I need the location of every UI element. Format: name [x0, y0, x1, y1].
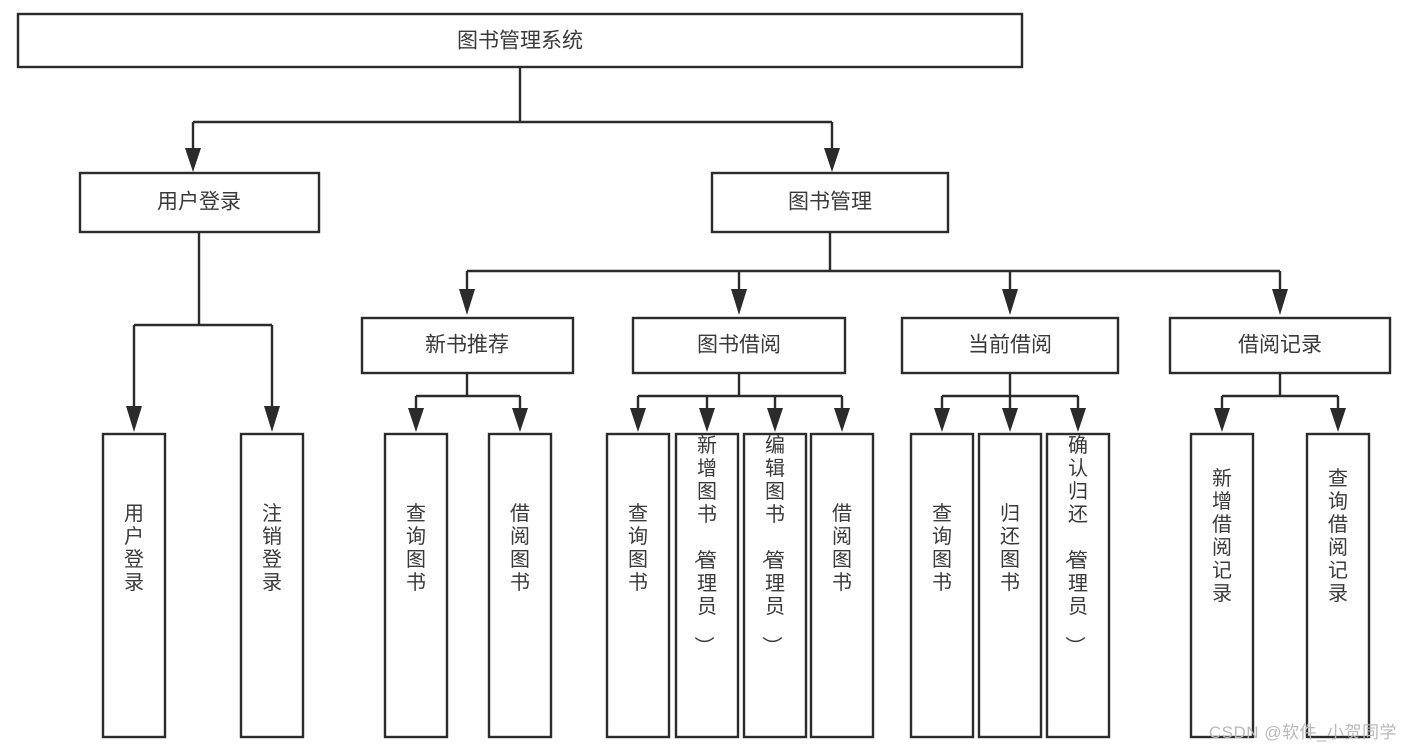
- arrow-icon: [459, 289, 475, 315]
- arrow-icon: [824, 148, 840, 172]
- node-user-login-box[interactable]: [78, 171, 321, 234]
- leaf-label-vertical: 借阅图书: [832, 502, 852, 594]
- connector-userlogin-to-leaves: [126, 233, 280, 432]
- node-book-management-label: 图书管理: [788, 191, 872, 214]
- arrow-icon: [1002, 408, 1018, 432]
- node-book-borrow-label: 图书借阅: [697, 334, 781, 357]
- arrow-icon: [699, 408, 715, 432]
- arrow-icon: [408, 408, 424, 432]
- node-book-borrow[interactable]: 图书借阅: [631, 316, 847, 375]
- arrow-icon: [1002, 289, 1018, 315]
- leaf-box[interactable]: [1045, 432, 1111, 739]
- node-current-borrow-box[interactable]: [900, 316, 1120, 375]
- arrow-icon: [512, 408, 528, 432]
- leaf-box[interactable]: [674, 432, 740, 739]
- leaf-node[interactable]: 新增借阅记录: [1189, 432, 1255, 739]
- leaf-box[interactable]: [605, 432, 671, 739]
- leaf-node[interactable]: 用户登录: [101, 432, 167, 739]
- leaf-box[interactable]: [909, 432, 975, 739]
- leaf-node[interactable]: 借阅图书: [487, 432, 553, 739]
- leaf-node[interactable]: 查询图书: [383, 432, 449, 739]
- node-book-management-box[interactable]: [710, 171, 950, 234]
- leaf-box[interactable]: [977, 432, 1043, 739]
- node-book-management[interactable]: 图书管理: [710, 171, 950, 234]
- leaf-node[interactable]: 编辑图书（管理员）: [742, 432, 808, 739]
- arrow-icon: [934, 408, 950, 432]
- node-book-borrow-box[interactable]: [631, 316, 847, 375]
- leaf-label-vertical: 归还图书: [1000, 502, 1020, 594]
- leaf-box[interactable]: [1305, 432, 1371, 739]
- connector-newbook-to-leaves: [408, 373, 528, 432]
- leaf-label-vertical: 查询图书: [628, 502, 648, 594]
- leaf-label-vertical: 确认归还（管理员）: [1063, 434, 1088, 656]
- leaf-label-vertical: 注销登录: [262, 502, 282, 594]
- arrow-icon: [1330, 408, 1346, 432]
- leaf-label-vertical: 用户登录: [124, 503, 144, 594]
- arrow-icon: [1070, 408, 1086, 432]
- connector-current-to-leaves: [934, 373, 1086, 432]
- connector-records-to-leaves: [1214, 373, 1346, 432]
- node-new-book-recommend[interactable]: 新书推荐: [360, 316, 575, 375]
- node-root-box[interactable]: [16, 12, 1024, 69]
- leaf-box[interactable]: [239, 432, 305, 739]
- leaf-box[interactable]: [383, 432, 449, 739]
- leaf-node[interactable]: 查询图书: [909, 432, 975, 739]
- node-current-borrow-label: 当前借阅: [968, 334, 1052, 357]
- arrow-icon: [834, 408, 850, 432]
- leaf-box[interactable]: [742, 432, 808, 739]
- node-new-book-recommend-box[interactable]: [360, 316, 575, 375]
- leaf-node[interactable]: 注销登录: [239, 432, 305, 739]
- csdn-watermark: CSDN @软件_小贺同学: [1208, 723, 1397, 742]
- arrow-icon: [767, 408, 783, 432]
- arrow-icon: [126, 406, 142, 432]
- connector-bookmgmt-to-level3: [459, 233, 1288, 315]
- connector-borrow-to-leaves: [630, 373, 850, 432]
- node-borrow-records[interactable]: 借阅记录: [1168, 316, 1392, 375]
- node-current-borrow[interactable]: 当前借阅: [900, 316, 1120, 375]
- node-borrow-records-box[interactable]: [1168, 316, 1392, 375]
- arrow-icon: [185, 148, 201, 172]
- leaf-node[interactable]: 借阅图书: [809, 432, 875, 739]
- node-root-label: 图书管理系统: [457, 30, 583, 53]
- leaf-label-vertical: 查询图书: [932, 502, 952, 594]
- node-user-login[interactable]: 用户登录: [78, 171, 321, 234]
- leaf-node[interactable]: 查询图书: [605, 432, 671, 739]
- node-new-book-recommend-label: 新书推荐: [425, 334, 509, 357]
- connector-root-to-level2: [185, 67, 840, 172]
- leaf-node[interactable]: 归还图书: [977, 432, 1043, 739]
- leaf-label-vertical: 借阅图书: [510, 502, 530, 594]
- node-user-login-label: 用户登录: [157, 191, 241, 214]
- leaf-box[interactable]: [101, 432, 167, 739]
- arrow-icon: [264, 406, 280, 432]
- leaf-label-vertical: 编辑图书（管理员）: [760, 434, 785, 656]
- leaf-label-vertical: 查询借阅记录: [1328, 467, 1348, 605]
- leaf-box[interactable]: [1189, 432, 1255, 739]
- leaf-node[interactable]: 查询借阅记录: [1305, 432, 1371, 739]
- leaf-label-vertical: 新增借阅记录: [1212, 467, 1232, 605]
- leaf-label-vertical: 查询图书: [406, 502, 426, 594]
- leaf-node[interactable]: 确认归还（管理员）: [1045, 432, 1111, 739]
- leaf-box[interactable]: [809, 432, 875, 739]
- leaf-label-vertical: 新增图书（管理员）: [692, 434, 717, 656]
- arrow-icon: [1214, 408, 1230, 432]
- leaf-box[interactable]: [487, 432, 553, 739]
- node-borrow-records-label: 借阅记录: [1238, 334, 1322, 357]
- arrow-icon: [630, 408, 646, 432]
- leaf-node[interactable]: 新增图书（管理员）: [674, 432, 740, 739]
- arrow-icon: [731, 289, 747, 315]
- node-root-system[interactable]: 图书管理系统: [16, 12, 1024, 69]
- arrow-icon: [1272, 289, 1288, 315]
